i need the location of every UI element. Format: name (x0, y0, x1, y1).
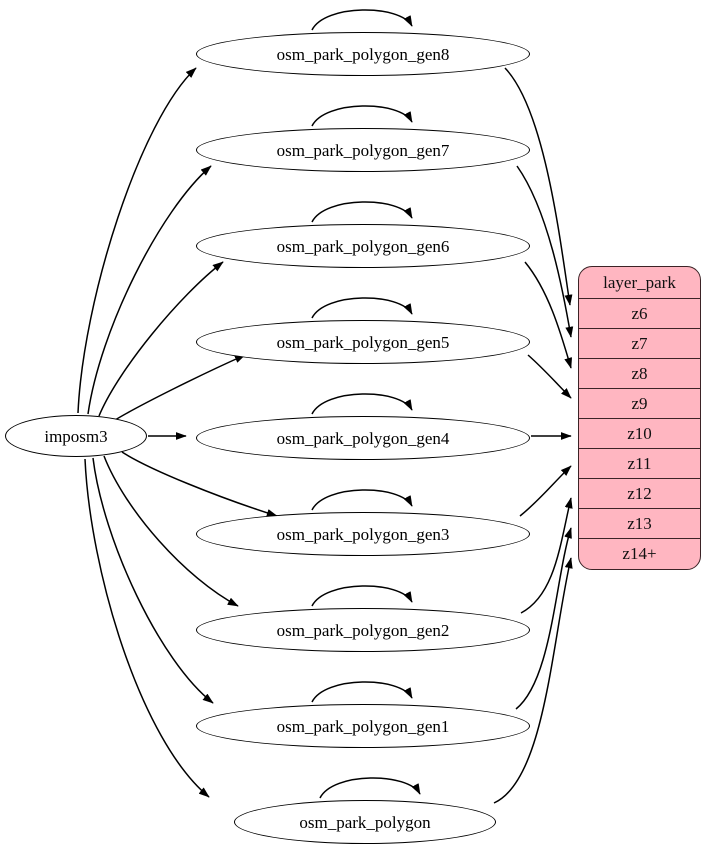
node-label: osm_park_polygon_gen2 (276, 620, 450, 640)
layer-park-header: layer_park (603, 272, 676, 292)
edge-gen3-z11 (519, 465, 572, 517)
node-osm-park-polygon-gen3[interactable]: osm_park_polygon_gen3 (196, 512, 530, 556)
node-osm-park-polygon-gen4[interactable]: osm_park_polygon_gen4 (196, 416, 530, 460)
self-loop-gen8 (311, 9, 413, 31)
self-loop-gen5 (311, 297, 413, 319)
self-loop-polygon (319, 777, 421, 799)
node-imposm3[interactable]: imposm3 (5, 415, 147, 457)
node-label: osm_park_polygon_gen7 (276, 140, 450, 160)
layer-park-row-z10[interactable]: z10 (579, 418, 700, 448)
edge-imposm3-gen5 (114, 354, 246, 421)
node-label: osm_park_polygon_gen3 (276, 524, 450, 544)
node-label: osm_park_polygon_gen1 (276, 716, 450, 736)
self-loop-gen1 (311, 681, 413, 703)
self-loop-gen4 (311, 393, 413, 415)
layer-park-row-z14plus[interactable]: z14+ (579, 538, 700, 569)
node-osm-park-polygon-gen7[interactable]: osm_park_polygon_gen7 (196, 128, 530, 172)
self-loop-gen7 (311, 105, 413, 127)
edge-imposm3-gen2 (103, 455, 239, 607)
edge-imposm3-polygon (84, 458, 210, 798)
layer-park-row-z12[interactable]: z12 (579, 478, 700, 508)
node-label: osm_park_polygon_gen8 (276, 44, 450, 64)
node-osm-park-polygon-gen1[interactable]: osm_park_polygon_gen1 (196, 704, 530, 748)
edge-gen1-z13 (515, 527, 572, 710)
layer-park-row-z8[interactable]: z8 (579, 358, 700, 388)
edge-gen7-z7 (516, 165, 574, 338)
node-label: osm_park_polygon (299, 812, 431, 832)
layer-park-row-z11[interactable]: z11 (579, 448, 700, 478)
node-label: osm_park_polygon_gen6 (276, 236, 450, 256)
layer-park-row-z9[interactable]: z9 (579, 388, 700, 418)
edge-gen5-z9 (527, 354, 572, 399)
self-loop-gen2 (311, 585, 413, 607)
edge-imposm3-gen8 (77, 67, 197, 414)
edge-imposm3-gen3 (121, 451, 278, 517)
edge-gen8-z6 (504, 67, 573, 306)
layer-park-row-z7[interactable]: z7 (579, 328, 700, 358)
node-label: osm_park_polygon_gen4 (276, 428, 450, 448)
self-loop-gen3 (311, 489, 413, 511)
node-osm-park-polygon-gen6[interactable]: osm_park_polygon_gen6 (196, 224, 530, 268)
edge-imposm3-gen1 (92, 457, 214, 704)
layer-park-row-z13[interactable]: z13 (579, 508, 700, 538)
node-imposm3-label: imposm3 (44, 426, 108, 446)
node-osm-park-polygon-gen2[interactable]: osm_park_polygon_gen2 (196, 608, 530, 652)
node-osm-park-polygon-gen8[interactable]: osm_park_polygon_gen8 (196, 32, 530, 76)
node-label: osm_park_polygon_gen5 (276, 332, 450, 352)
layer-park-row-z6[interactable]: z6 (579, 298, 700, 328)
edge-polygon-z14 (493, 557, 573, 804)
node-osm-park-polygon[interactable]: osm_park_polygon (234, 800, 496, 844)
self-loop-gen6 (311, 201, 413, 223)
edge-gen6-z8 (524, 261, 573, 369)
edge-imposm3-gen7 (87, 165, 212, 415)
node-osm-park-polygon-gen5[interactable]: osm_park_polygon_gen5 (196, 320, 530, 364)
edge-imposm3-gen6 (98, 261, 224, 417)
layer-park-table[interactable]: layer_park z6 z7 z8 z9 z10 z11 z12 z13 z… (578, 266, 701, 570)
edge-gen2-z12 (520, 497, 573, 614)
